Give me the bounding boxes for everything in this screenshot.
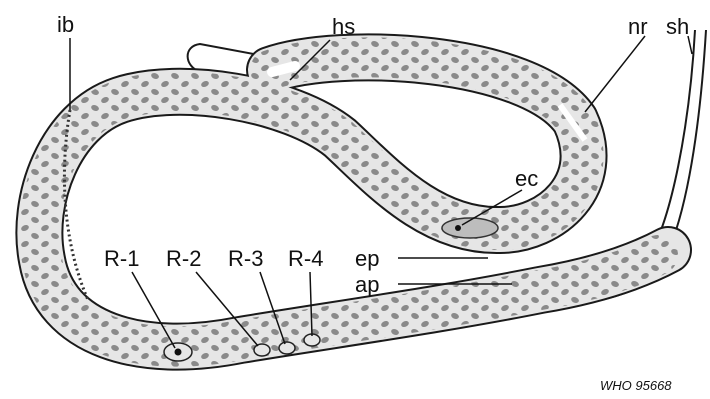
label-sh: sh xyxy=(666,14,689,39)
label-ec: ec xyxy=(515,166,538,191)
label-r2: R-2 xyxy=(166,246,201,271)
label-ep: ep xyxy=(355,246,379,271)
nuclei-column xyxy=(39,57,658,346)
credit-line: WHO 95668 xyxy=(600,378,672,393)
head-space xyxy=(272,66,295,72)
label-r1: R-1 xyxy=(104,246,139,271)
label-r4: R-4 xyxy=(288,246,323,271)
label-hs: hs xyxy=(332,14,355,39)
label-ib: ib xyxy=(57,12,74,37)
label-nr: nr xyxy=(628,14,648,39)
label-r3: R-3 xyxy=(228,246,263,271)
label-ap: ap xyxy=(355,272,379,297)
r1-nucleus xyxy=(175,349,182,356)
